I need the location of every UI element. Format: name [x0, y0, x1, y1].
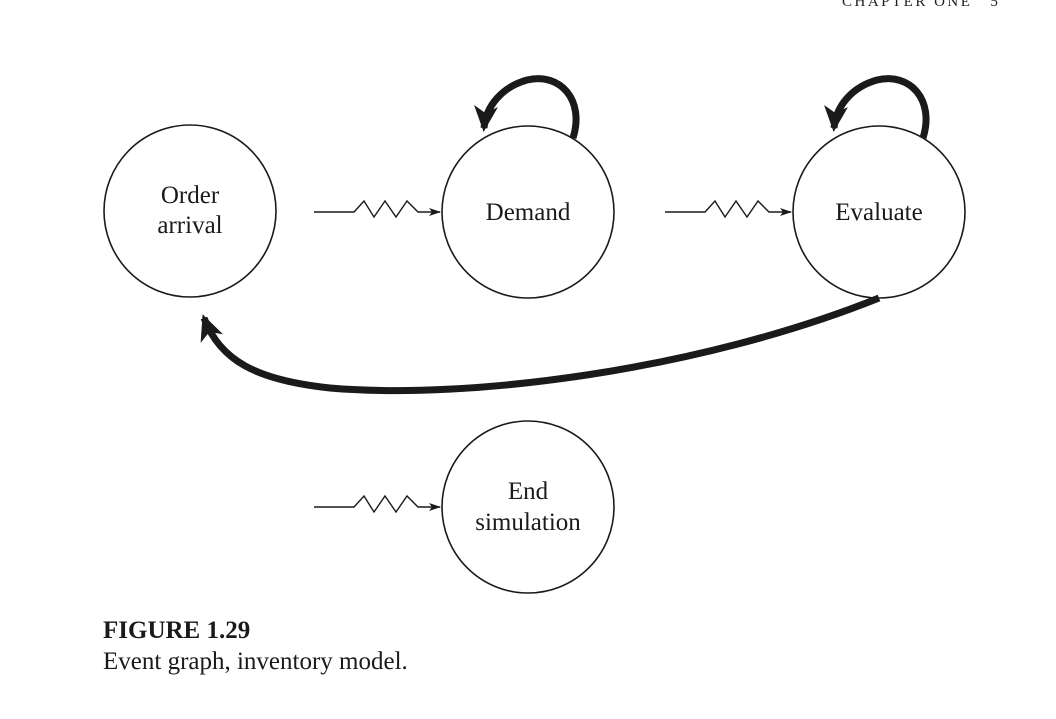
zigzag-arrow-to-end-simulation [314, 494, 441, 514]
figure-caption-text: Event graph, inventory model. [103, 648, 408, 675]
node-demand-label: Demand [486, 199, 571, 226]
node-end-simulation: End simulation [441, 420, 615, 594]
node-demand: Demand [441, 125, 615, 299]
node-evaluate-label: Evaluate [835, 199, 922, 226]
running-head: CHAPTER ONE 5 [842, 0, 1000, 11]
node-order-arrival: Order arrival [103, 124, 277, 298]
self-loop-arrow-evaluate [824, 75, 930, 140]
node-demand-circle [441, 125, 615, 299]
node-end-simulation-label-line1: End [508, 478, 549, 505]
node-end-simulation-label-line2: simulation [475, 509, 581, 536]
running-head-page-number: 5 [990, 0, 1001, 10]
node-order-arrival-label-line2: arrival [157, 212, 222, 239]
running-head-chapter: CHAPTER ONE [842, 0, 973, 10]
figure-caption: FIGURE 1.29 Event graph, inventory model… [103, 616, 703, 678]
figure-number: FIGURE 1.29 [103, 617, 251, 644]
curved-arrow-evaluate-to-order-arrival [200, 294, 881, 395]
zigzag-arrow-to-evaluate [665, 199, 792, 219]
self-loop-arrow-demand [474, 75, 580, 140]
node-end-simulation-circle [441, 420, 615, 594]
node-order-arrival-label-line1: Order [161, 182, 220, 209]
zigzag-arrow-to-demand [314, 199, 441, 219]
node-evaluate: Evaluate [792, 125, 966, 299]
node-order-arrival-circle [103, 124, 277, 298]
